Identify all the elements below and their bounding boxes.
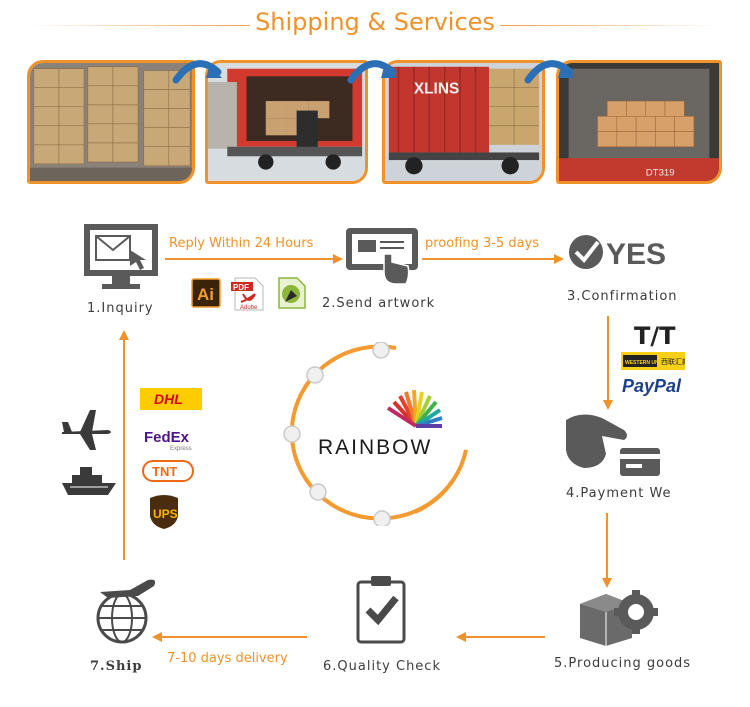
step-7-ship-label: 7.Ship xyxy=(90,659,143,674)
yes-confirm-logo: YES xyxy=(569,235,666,271)
svg-text:XLINS: XLINS xyxy=(414,81,459,98)
step-4-payment-label: 4.Payment We xyxy=(566,486,672,501)
illustrator-file-icon: Ai xyxy=(191,278,221,308)
clipboard-check-icon xyxy=(356,576,406,644)
globe-plane-icon xyxy=(96,579,156,644)
step-3-confirmation-label: 3.Confirmation xyxy=(567,289,678,304)
step-1-inquiry-label: 1.Inquiry xyxy=(87,301,154,316)
svg-text:DT319: DT319 xyxy=(646,167,675,178)
photo-forklift-loading xyxy=(205,60,368,184)
photo-container-truck: XLINS xyxy=(382,60,545,184)
coreldraw-file-icon xyxy=(278,277,306,309)
curved-arrow-3-icon xyxy=(524,60,574,84)
gear-box-icon xyxy=(580,590,658,646)
photo-container-interior: DT319 xyxy=(556,60,722,184)
rainbow-brand-ring: RAINBOW xyxy=(283,342,468,526)
svg-text:Adobe: Adobe xyxy=(240,305,258,311)
page-title: Shipping & Services xyxy=(255,8,495,36)
paypal-logo: PayPal xyxy=(622,376,682,396)
card-payment-icon xyxy=(566,414,660,476)
step-2-send-artwork-label: 2.Send artwork xyxy=(322,296,436,311)
step-5-producing-label: 5.Producing goods xyxy=(554,656,692,671)
svg-text:UPS: UPS xyxy=(153,507,178,521)
curved-arrow-1-icon xyxy=(172,60,222,84)
cargo-ship-icon xyxy=(62,467,116,495)
svg-text:FedEx: FedEx xyxy=(144,429,190,446)
step-6-quality-label: 6.Quality Check xyxy=(323,659,441,674)
dhl-logo: DHL xyxy=(140,388,202,410)
svg-text:YES: YES xyxy=(606,238,666,271)
svg-text:Express: Express xyxy=(170,446,192,452)
fedex-logo: FedEx Express xyxy=(144,429,192,452)
svg-text:TNT: TNT xyxy=(152,464,177,479)
svg-text:RAINBOW: RAINBOW xyxy=(318,436,432,459)
svg-text:WESTERN UNION: WESTERN UNION xyxy=(625,360,668,366)
title-divider-right xyxy=(500,25,720,26)
photo-boxes-warehouse xyxy=(27,60,195,184)
curved-arrow-2-icon xyxy=(347,60,397,84)
tt-payment-label: T/T xyxy=(634,322,676,350)
artwork-screen-icon xyxy=(346,228,418,285)
computer-mail-icon xyxy=(84,224,158,289)
airplane-icon xyxy=(62,410,111,450)
reply-time-label: Reply Within 24 Hours xyxy=(169,236,314,251)
rainbow-rays-icon xyxy=(386,389,443,428)
western-union-logo: WESTERN UNION 西联汇款 xyxy=(621,352,685,370)
delivery-time-label: 7-10 days delivery xyxy=(167,651,288,666)
svg-text:PDF: PDF xyxy=(233,283,249,292)
title-divider-left xyxy=(30,25,250,26)
svg-text:Ai: Ai xyxy=(197,285,214,304)
tnt-logo: TNT xyxy=(142,460,194,482)
svg-text:西联汇款: 西联汇款 xyxy=(661,357,685,366)
ups-logo: UPS xyxy=(150,495,178,529)
pdf-file-icon: PDF Adobe xyxy=(231,277,264,311)
proofing-time-label: proofing 3-5 days xyxy=(425,236,540,251)
svg-text:DHL: DHL xyxy=(154,391,183,407)
